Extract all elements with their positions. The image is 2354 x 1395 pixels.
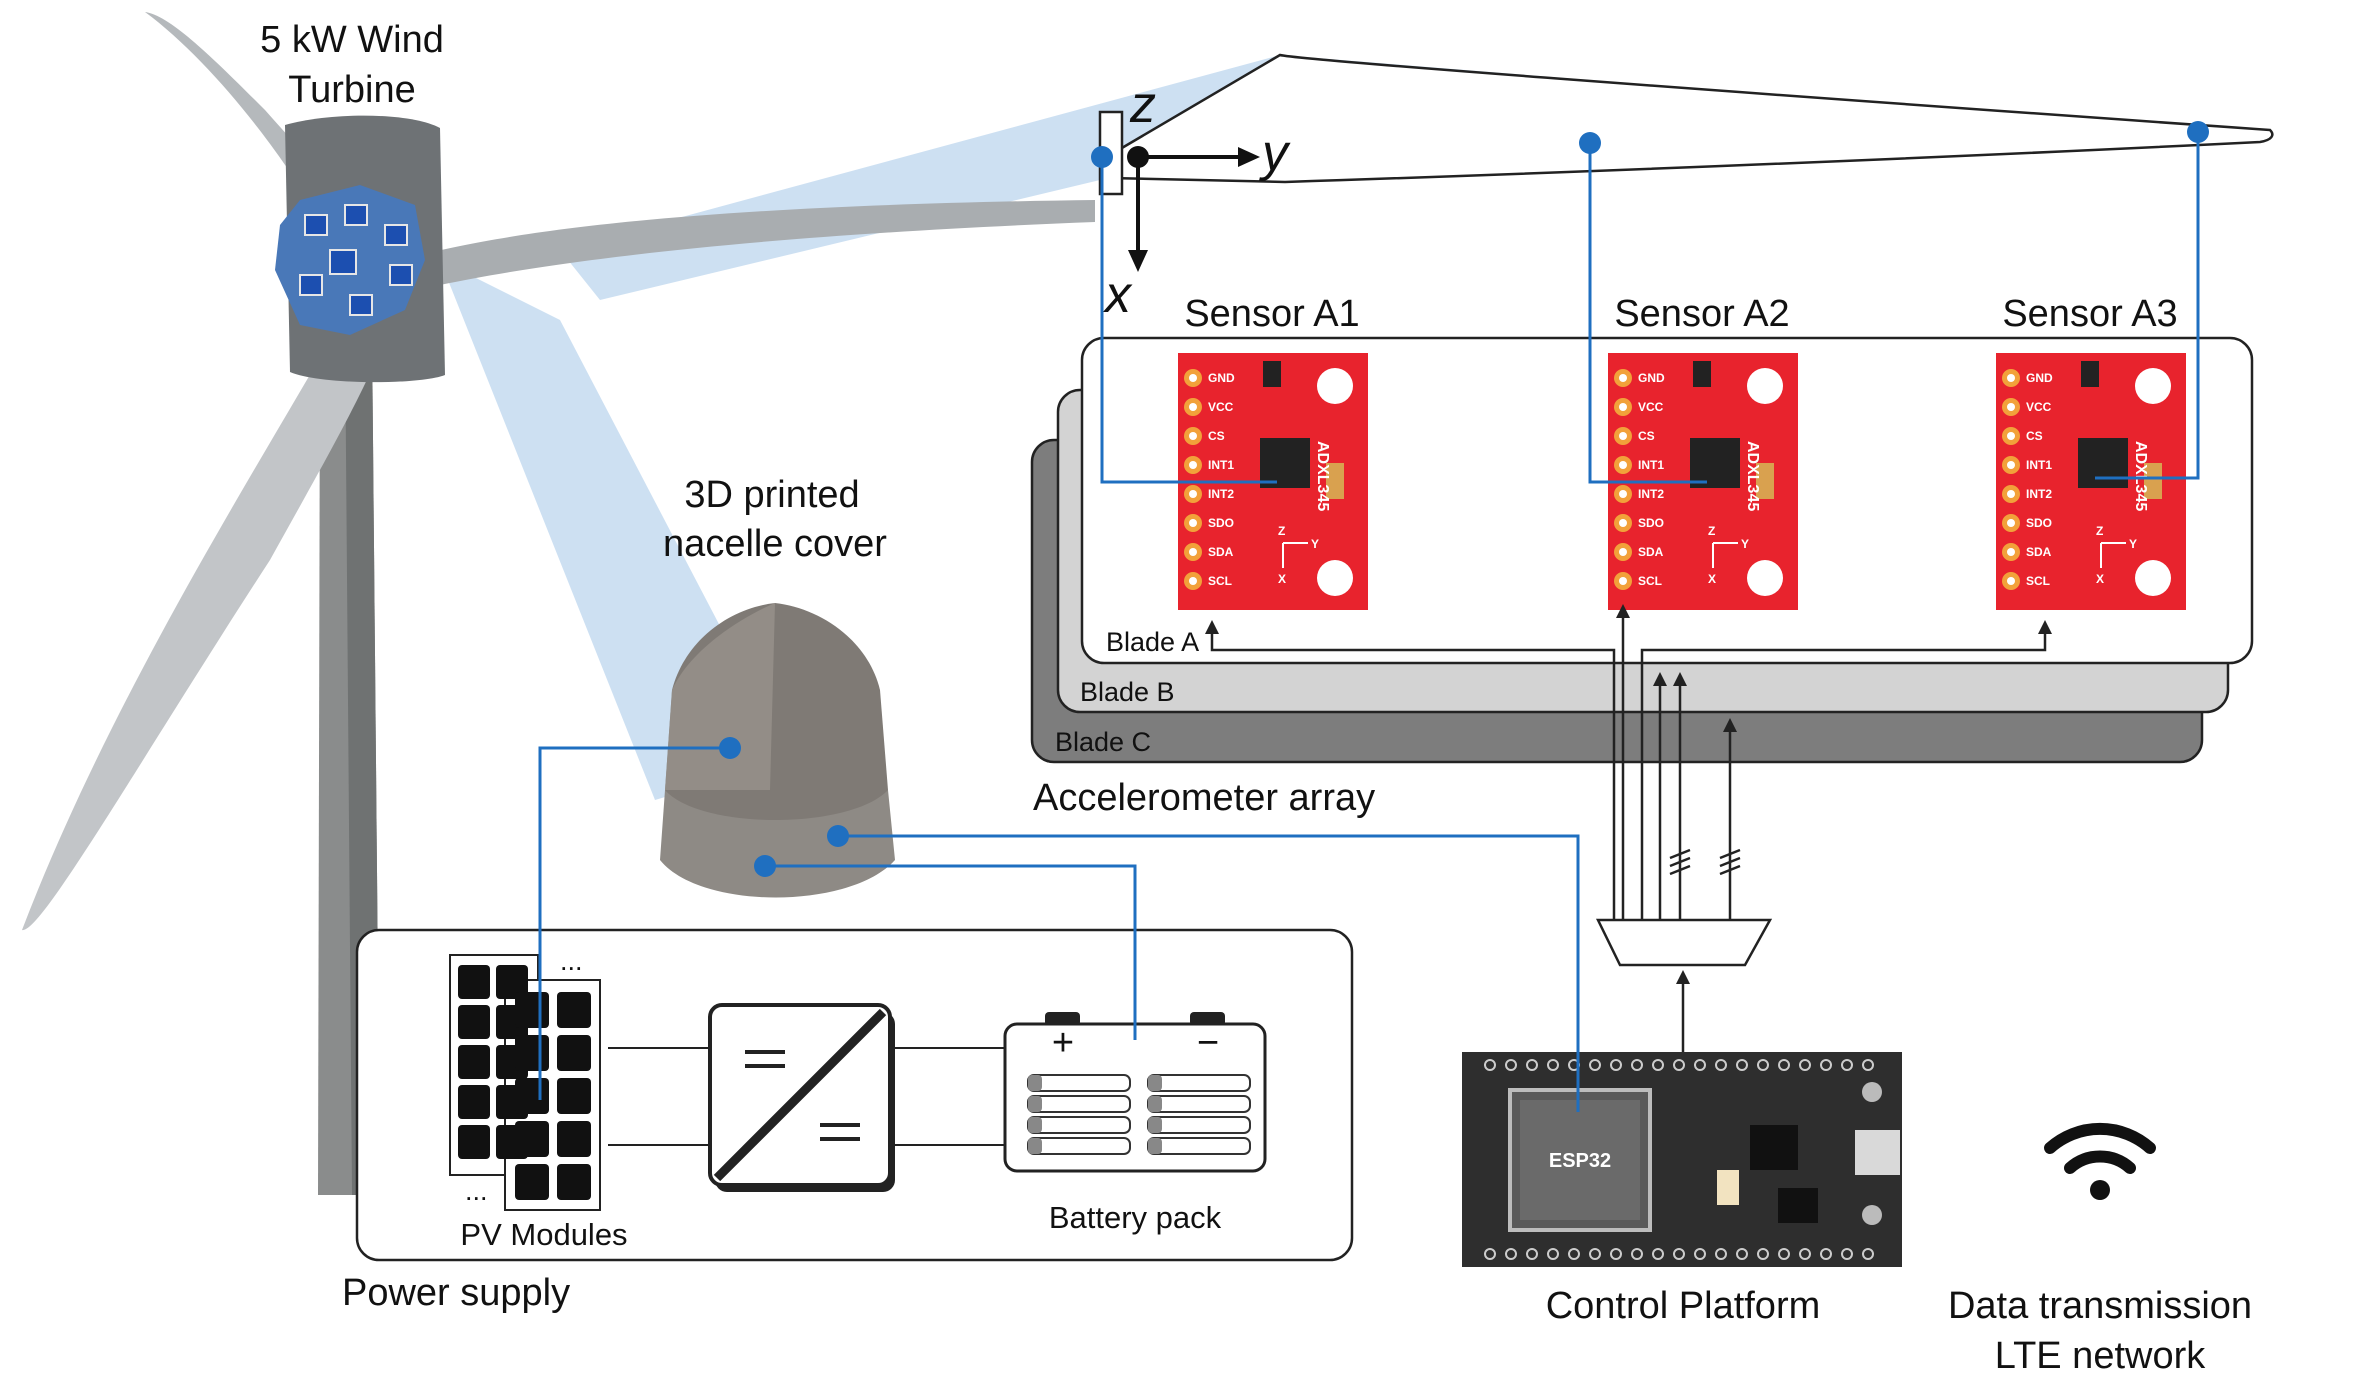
sensor-pin-label: SDO <box>2026 516 2052 530</box>
sensor-chip-label: ADXL345 <box>2132 441 2149 511</box>
board-axis-x: X <box>1278 572 1286 586</box>
sensor-pin-label: GND <box>2026 371 2053 385</box>
power-wires <box>608 1047 1005 1146</box>
board-axis-z: Z <box>1708 524 1715 538</box>
sensor-chip-label: ADXL345 <box>1314 441 1331 511</box>
sensor-pin-label: SCL <box>1208 574 1232 588</box>
sensor-pin-label: GND <box>1638 371 1665 385</box>
board-axis-y: Y <box>1311 537 1319 551</box>
solar-panel-icon: ... ... <box>449 946 601 1211</box>
data-transmission-line2: LTE network <box>1995 1335 2206 1377</box>
svg-text:...: ... <box>465 1176 488 1206</box>
sensor-pin-label: SDA <box>1638 545 1664 559</box>
sensor-pin-label: SCL <box>2026 574 2050 588</box>
esp32-board <box>1462 1052 1902 1267</box>
coordinate-axes <box>1127 146 1260 272</box>
board-axis-y: Y <box>2129 537 2137 551</box>
sensor-pin-label: SDA <box>1208 545 1234 559</box>
board-axis-z: Z <box>2096 524 2103 538</box>
sensor-pin-label: INT2 <box>1638 487 1664 501</box>
sensor-pin-label: CS <box>1208 429 1225 443</box>
nacelle-cover-model <box>660 603 895 898</box>
sensor-pin-label: INT2 <box>2026 487 2052 501</box>
sensor-pin-label: CS <box>1638 429 1655 443</box>
board-axis-y: Y <box>1741 537 1749 551</box>
sensor-pin-label: CS <box>2026 429 2043 443</box>
sensor-pin-label: VCC <box>1638 400 1664 414</box>
sensor-a2-title: Sensor A2 <box>1614 293 1789 335</box>
sensor-pin-label: VCC <box>1208 400 1234 414</box>
sensor-pin-label: SDO <box>1638 516 1664 530</box>
power-supply-label: Power supply <box>342 1272 570 1314</box>
control-platform-label: Control Platform <box>1546 1285 1821 1327</box>
turbine-blade-bottom <box>22 340 380 931</box>
sensor-a3-title: Sensor A3 <box>2002 293 2177 335</box>
board-axis-x: X <box>2096 572 2104 586</box>
battery-minus-sign: − <box>1197 1022 1219 1064</box>
sensor-chip-label: ADXL345 <box>1744 441 1761 511</box>
board-axis-z: Z <box>1278 524 1285 538</box>
blade-outline <box>1108 53 2274 184</box>
turbine-blade-right <box>420 200 1095 285</box>
sensor-pin-label: VCC <box>2026 400 2052 414</box>
blade-a-label: Blade A <box>1106 627 1199 657</box>
pv-modules-label: PV Modules <box>460 1217 627 1252</box>
sensor-pin-label: INT1 <box>2026 458 2052 472</box>
axis-y-label: y <box>1259 124 1291 182</box>
data-transmission-line1: Data transmission <box>1948 1285 2252 1327</box>
svg-text:...: ... <box>560 946 583 976</box>
sensor-bus-wires <box>1205 604 2052 920</box>
sensor-a1-title: Sensor A1 <box>1184 293 1359 335</box>
dc-dc-converter-icon <box>708 1003 895 1192</box>
sensor-pin-label: SDO <box>1208 516 1234 530</box>
nacelle-label-line2: nacelle cover <box>663 523 887 565</box>
turbine-title-line1: 5 kW Wind <box>260 19 444 61</box>
blade-b-label: Blade B <box>1080 677 1175 707</box>
sensor-pin-label: INT1 <box>1638 458 1664 472</box>
wifi-icon <box>2044 1122 2156 1200</box>
esp32-chip-label: ESP32 <box>1549 1150 1611 1172</box>
turbine-title-line2: Turbine <box>288 69 415 111</box>
nacelle-label-line1: 3D printed <box>684 474 859 516</box>
sensor-pin-label: SDA <box>2026 545 2052 559</box>
blade-sensor-wires <box>1091 121 2209 484</box>
sensor-pin-label: GND <box>1208 371 1235 385</box>
accelerometer-array-label: Accelerometer array <box>1033 777 1375 819</box>
multiplexer-icon <box>1595 918 1773 967</box>
battery-plus-sign: + <box>1052 1022 1074 1064</box>
board-axis-x: X <box>1708 572 1716 586</box>
battery-pack-label: Battery pack <box>1049 1200 1222 1235</box>
nacelle-wires <box>538 737 1580 1112</box>
battery-icon <box>1003 1012 1267 1173</box>
sensor-pin-label: INT2 <box>1208 487 1234 501</box>
sensor-pin-label: SCL <box>1638 574 1662 588</box>
sensor-pin-label: INT1 <box>1208 458 1234 472</box>
axis-x-label: x <box>1102 266 1133 324</box>
axis-z-label: z <box>1129 76 1156 134</box>
blade-c-label: Blade C <box>1055 727 1151 757</box>
